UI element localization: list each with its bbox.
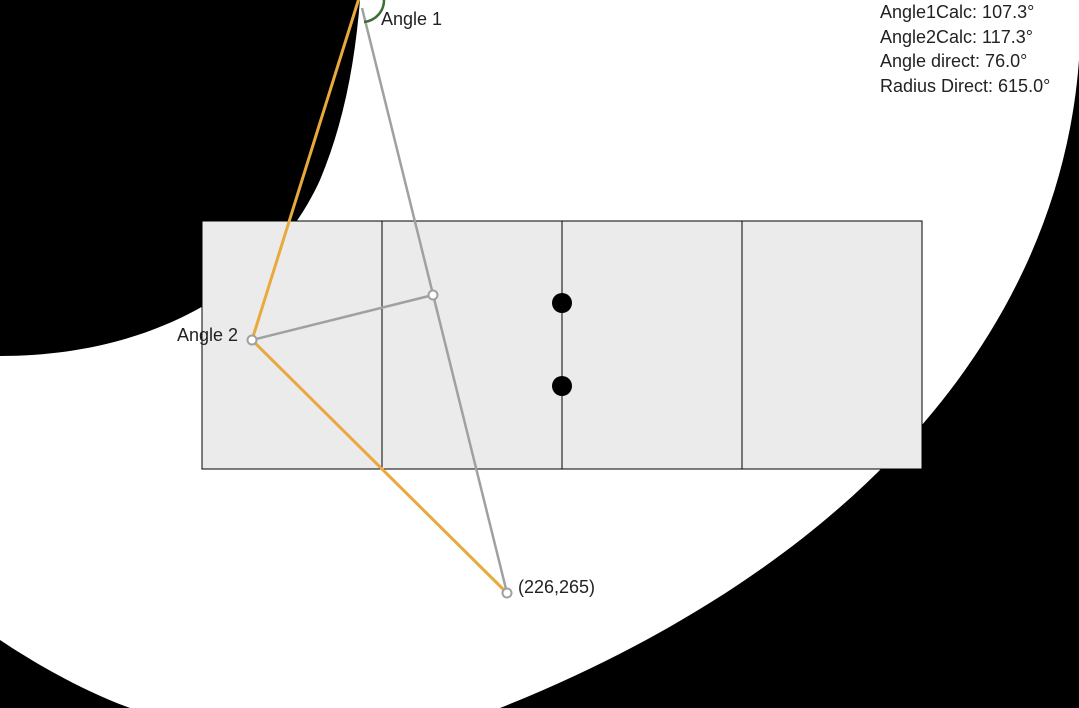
end-effector-joint xyxy=(501,587,513,599)
grid-cell-4 xyxy=(741,220,923,470)
orange-upper-arm xyxy=(250,0,361,341)
orange-arm xyxy=(250,0,509,595)
marker-dot-upper xyxy=(552,293,572,313)
orange-forearm xyxy=(250,338,509,595)
angle2-calc-readout: Angle2Calc: 117.3° xyxy=(880,26,1033,47)
gray-linkage xyxy=(251,7,509,594)
grid xyxy=(201,220,923,470)
link-joint xyxy=(427,289,439,301)
angle2-label: Angle 2 xyxy=(177,325,238,345)
angle1-label: Angle 1 xyxy=(381,9,442,29)
gray-link-elbow-to-joint xyxy=(251,293,434,342)
marker-dot-lower xyxy=(552,376,572,396)
grid-cell-1 xyxy=(201,220,383,470)
radius-direct-readout: Radius Direct: 615.0° xyxy=(880,75,1051,96)
elbow-joint xyxy=(246,334,258,346)
angle1-arc xyxy=(363,0,386,24)
angle-direct-readout: Angle direct: 76.0° xyxy=(880,51,1028,71)
grid-cell-3 xyxy=(561,220,743,470)
grid-cell-2 xyxy=(381,220,563,470)
angle1-calc-readout: Angle1Calc: 107.3° xyxy=(880,2,1035,22)
gray-link-base-to-end xyxy=(360,7,509,594)
endpoint-coordinate-label: (226,265) xyxy=(518,577,595,597)
readout-panel: Angle1Calc: 107.3° Angle2Calc: 117.3° An… xyxy=(880,0,1050,98)
